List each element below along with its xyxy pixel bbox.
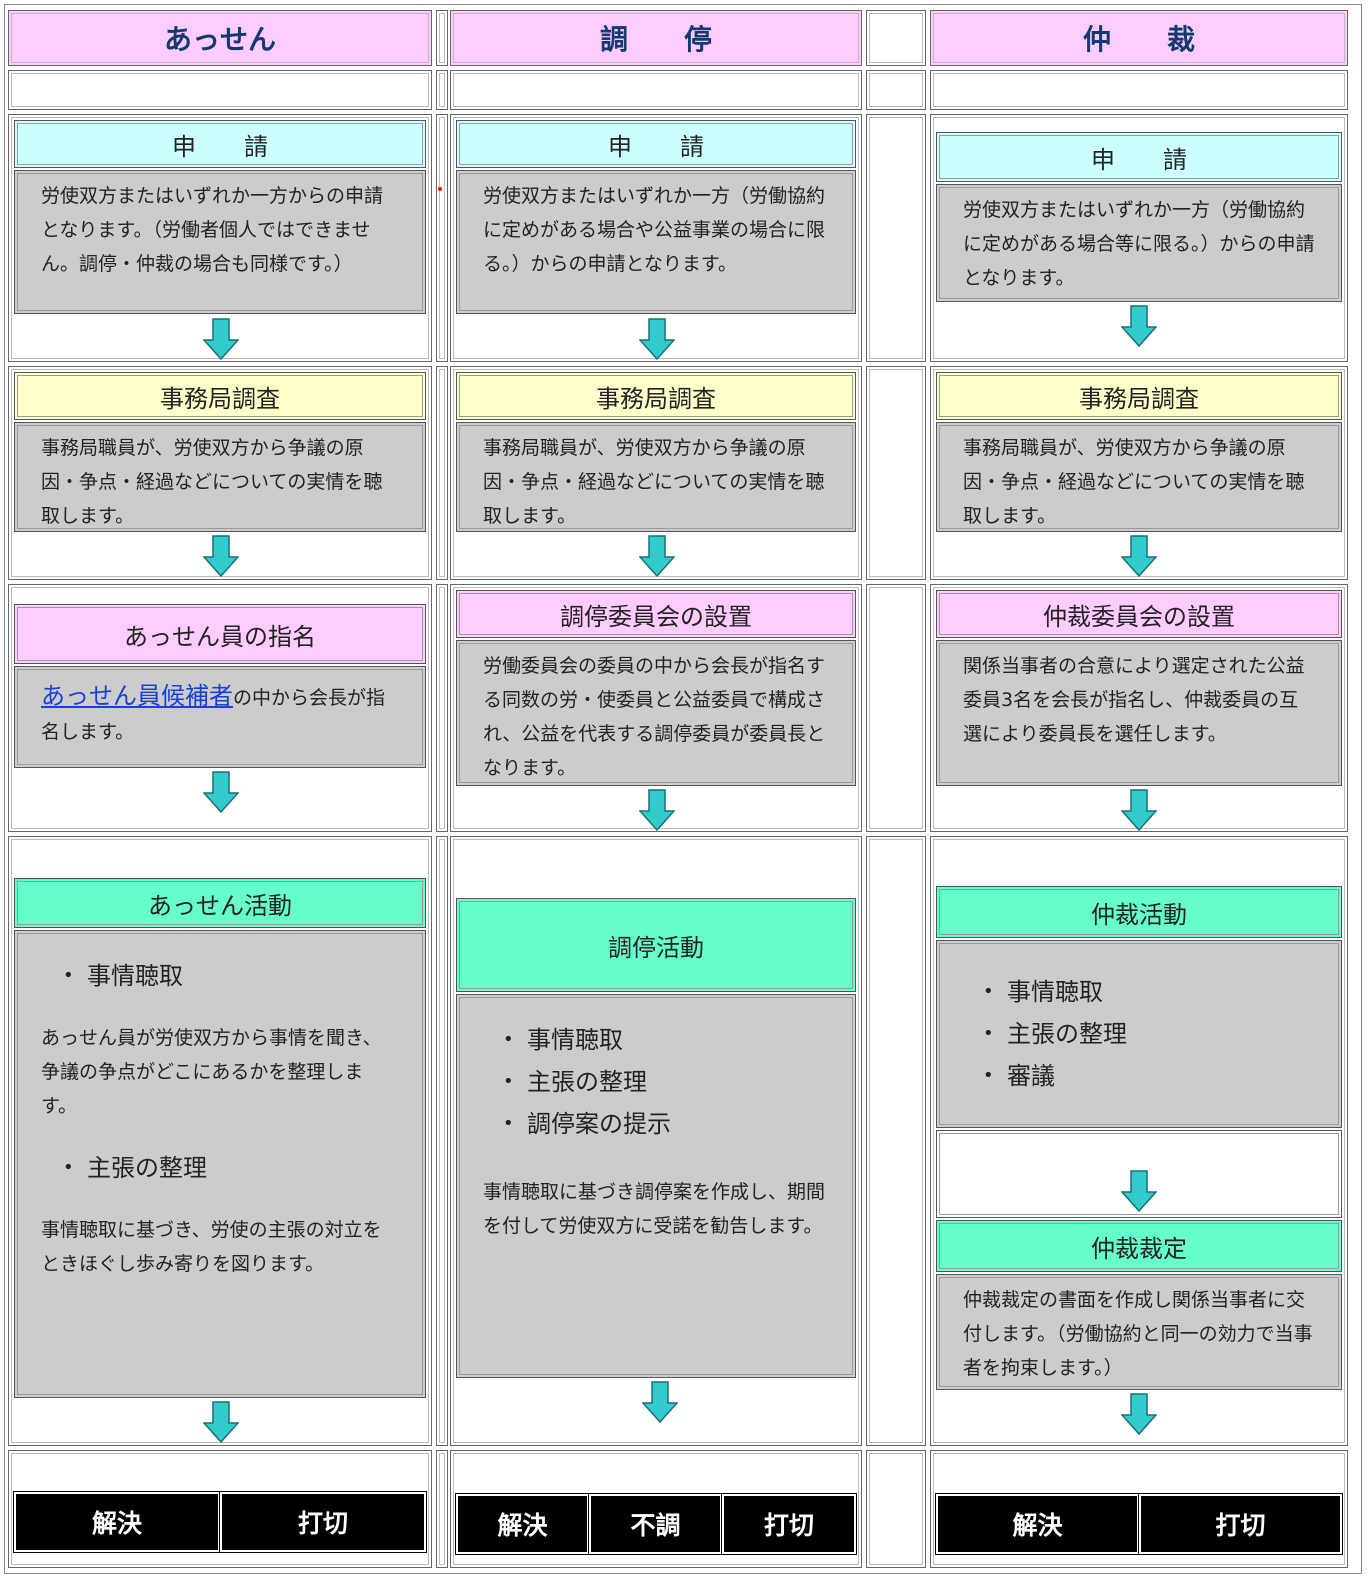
spacer-cell xyxy=(866,836,926,1446)
assen-activity-item: 事情聴取 xyxy=(63,955,399,997)
arrow-down-icon xyxy=(1121,789,1157,831)
chotei-apply-text: 労使双方またはいずれか一方（労働協約に定めがある場合や公益事業の場合に限る。）か… xyxy=(456,170,856,314)
chotei-survey-text: 事務局職員が、労使双方から争議の原因・争点・経過などについての実情を聴取します。 xyxy=(456,422,856,532)
assen-apply-title: 申 請 xyxy=(14,120,426,168)
chotei-survey-cell xyxy=(450,366,862,580)
arrow-down-icon xyxy=(642,1381,678,1423)
assen-apply-cell xyxy=(8,114,432,362)
assen-activity-text: 事情聴取に基づき、労使の主張の対立をときほぐし歩み寄りを図ります。 xyxy=(41,1219,382,1275)
arrow-down-icon xyxy=(203,1401,239,1443)
assen-nominate-body: あっせん員候補者の中から会長が指名します。 xyxy=(14,666,426,768)
chotei-outcome-cell xyxy=(450,1450,862,1568)
spacer-cell xyxy=(436,366,448,580)
arrow-down-icon xyxy=(1121,1170,1157,1212)
spacer-cell xyxy=(436,70,448,110)
flow-table xyxy=(4,4,1362,1574)
chusai-activity-item: 審議 xyxy=(983,1055,1315,1097)
chusai-committee-text: 関係当事者の合意により選定された公益委員3名を会長が指名し、仲裁委員の互選により… xyxy=(936,640,1342,786)
spacer-cell xyxy=(436,1450,448,1568)
assen-activity-item: 主張の整理 xyxy=(63,1147,399,1189)
assen-activity-cell xyxy=(8,836,432,1446)
arrow-down-icon xyxy=(1121,1393,1157,1435)
chusai-activity-cell xyxy=(930,836,1348,1446)
assen-activity-title: あっせん活動 xyxy=(14,878,426,928)
empty-cell xyxy=(450,70,862,110)
chotei-outcome-resolved: 解決 xyxy=(455,1493,590,1555)
assen-activity-text: あっせん員が労使双方から事情を聞き、争議の争点がどこにあるかを整理します。 xyxy=(41,1027,382,1117)
chusai-award-text: 仲裁裁定の書面を作成し関係当事者に交付します。（労働協約と同一の効力で当事者を拘… xyxy=(936,1274,1342,1390)
empty-cell xyxy=(930,70,1348,110)
spacer-cell xyxy=(436,10,448,66)
spacer-cell xyxy=(866,10,926,66)
chotei-committee-text: 労働委員会の委員の中から会長が指名する同数の労・使委員と公益委員で構成され、公益… xyxy=(456,640,856,786)
assen-candidate-link[interactable]: あっせん員候補者 xyxy=(41,682,233,710)
chusai-outcome-cell xyxy=(930,1450,1348,1568)
chotei-activity-cell xyxy=(450,836,862,1446)
chotei-outcome-failed: 不調 xyxy=(588,1493,723,1555)
chotei-activity-item: 事情聴取 xyxy=(503,1019,829,1061)
chotei-apply-cell xyxy=(450,114,862,362)
assen-outcome-terminated: 打切 xyxy=(219,1491,427,1553)
chotei-apply-title: 申 請 xyxy=(456,120,856,168)
chusai-committee-title: 仲裁委員会の設置 xyxy=(936,590,1342,638)
chusai-activity-title: 仲裁活動 xyxy=(936,886,1342,938)
assen-nominate-text: の中から会長が指名します。 xyxy=(41,687,386,743)
chotei-committee-title: 調停委員会の設置 xyxy=(456,590,856,638)
arrow-down-icon xyxy=(639,535,675,577)
spacer-cell xyxy=(436,836,448,1446)
spacer-cell xyxy=(866,584,926,832)
chusai-apply-text: 労使双方またはいずれか一方（労働協約に定めがある場合等に限る。）からの申請となり… xyxy=(936,184,1342,302)
chusai-activity-body: 事情聴取 主張の整理 審議 xyxy=(936,940,1342,1128)
chotei-committee-cell xyxy=(450,584,862,832)
chotei-survey-title: 事務局調査 xyxy=(456,372,856,420)
assen-outcome-cell xyxy=(8,1450,432,1568)
chusai-apply-cell xyxy=(930,114,1348,362)
assen-activity-body: 事情聴取 あっせん員が労使双方から事情を聞き、争議の争点がどこにあるかを整理しま… xyxy=(14,930,426,1398)
chusai-survey-text: 事務局職員が、労使双方から争議の原因・争点・経過などについての実情を聴取します。 xyxy=(936,422,1342,532)
chotei-outcome-terminated: 打切 xyxy=(721,1493,857,1555)
chusai-outcome-terminated: 打切 xyxy=(1138,1493,1343,1555)
chotei-activity-title: 調停活動 xyxy=(456,898,856,992)
column-header-chusai: 仲 裁 xyxy=(930,10,1348,66)
assen-survey-text: 事務局職員が、労使双方から争議の原因・争点・経過などについての実情を聴取します。 xyxy=(14,422,426,532)
assen-nominate-title: あっせん員の指名 xyxy=(14,604,426,664)
column-header-assen: あっせん xyxy=(8,10,432,66)
chusai-activity-item: 主張の整理 xyxy=(983,1013,1315,1055)
column-header-chotei: 調 停 xyxy=(450,10,862,66)
chusai-activity-item: 事情聴取 xyxy=(983,971,1315,1013)
chotei-activity-item: 調停案の提示 xyxy=(503,1103,829,1145)
arrow-down-icon xyxy=(639,789,675,831)
arrow-down-icon xyxy=(203,318,239,360)
arrow-down-icon xyxy=(203,535,239,577)
chusai-survey-cell xyxy=(930,366,1348,580)
empty-cell xyxy=(8,70,432,110)
chusai-award-title: 仲裁裁定 xyxy=(936,1220,1342,1272)
chotei-activity-item: 主張の整理 xyxy=(503,1061,829,1103)
red-dot-mark xyxy=(438,187,442,191)
spacer-cell xyxy=(436,584,448,832)
arrow-down-icon xyxy=(639,318,675,360)
chotei-activity-body: 事情聴取 主張の整理 調停案の提示 事情聴取に基づき調停案を作成し、期間を付して… xyxy=(456,994,856,1378)
spacer-cell xyxy=(866,70,926,110)
arrow-down-icon xyxy=(1121,305,1157,347)
assen-nominate-cell xyxy=(8,584,432,832)
assen-apply-text: 労使双方またはいずれか一方からの申請となります。（労働者個人ではできません。調停… xyxy=(14,170,426,314)
assen-outcome-resolved: 解決 xyxy=(13,1491,221,1553)
assen-survey-title: 事務局調査 xyxy=(14,372,426,420)
assen-survey-cell xyxy=(8,366,432,580)
chotei-activity-text: 事情聴取に基づき調停案を作成し、期間を付して労使双方に受諾を勧告します。 xyxy=(483,1181,826,1237)
chusai-survey-title: 事務局調査 xyxy=(936,372,1342,420)
arrow-down-icon xyxy=(1121,535,1157,577)
chusai-committee-cell xyxy=(930,584,1348,832)
arrow-down-icon xyxy=(203,771,239,813)
chusai-apply-title: 申 請 xyxy=(936,132,1342,182)
spacer-cell xyxy=(866,114,926,362)
spacer-cell xyxy=(436,114,448,362)
spacer-cell xyxy=(866,366,926,580)
chusai-outcome-resolved: 解決 xyxy=(935,1493,1140,1555)
spacer-cell xyxy=(866,1450,926,1568)
